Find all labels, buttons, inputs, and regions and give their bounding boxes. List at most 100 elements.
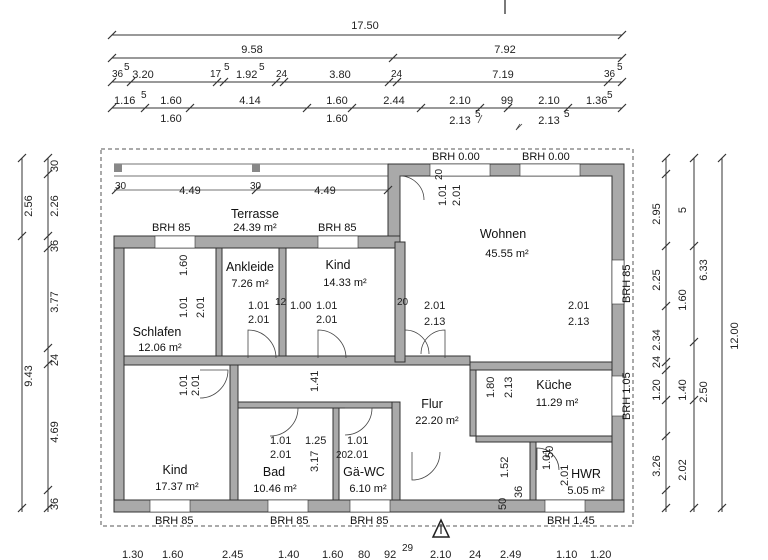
dim-label: 5 bbox=[677, 207, 689, 213]
door-label: 1.01 bbox=[347, 435, 368, 447]
wall-interior bbox=[469, 369, 477, 437]
dim-label: 2.13 bbox=[538, 115, 559, 127]
door-label: 1.52 bbox=[499, 457, 511, 478]
room-flur-area: 22.20 m² bbox=[415, 415, 459, 427]
dim-right-width: 7.92 bbox=[494, 44, 515, 56]
door-label: 2.01 bbox=[190, 375, 202, 396]
dim-label: 2.50 bbox=[698, 381, 710, 402]
dim-label: 5 bbox=[224, 62, 230, 73]
room-gaewc-name: Gä-WC bbox=[343, 465, 385, 479]
dim-label: 30 bbox=[250, 181, 262, 192]
door-label: 1.01 bbox=[270, 435, 291, 447]
dim-label: 2.34 bbox=[651, 329, 663, 350]
room-kind-bottom-area: 17.37 m² bbox=[155, 481, 199, 493]
door-label: 1.01 bbox=[178, 297, 190, 318]
dim-label: 1.60 bbox=[326, 95, 347, 107]
brh-label: BRH 85 bbox=[350, 515, 389, 527]
wall-interior bbox=[215, 247, 223, 359]
room-bad-area: 10.46 m² bbox=[253, 483, 297, 495]
room-kind-top-area: 14.33 m² bbox=[323, 277, 367, 289]
dim-label: 1.60 bbox=[326, 113, 347, 125]
brh-label: BRH 85 bbox=[152, 222, 191, 234]
door-label: 1.41 bbox=[309, 371, 321, 392]
roof-outline bbox=[100, 148, 634, 527]
dim-label: 2.45 bbox=[222, 549, 243, 560]
door-label: 2.13 bbox=[568, 316, 589, 328]
room-schlafen-name: Schlafen bbox=[133, 325, 182, 339]
wall-interior bbox=[229, 364, 239, 501]
wall-interior bbox=[123, 355, 471, 366]
dim-label: 17 bbox=[210, 69, 222, 80]
door-label: 1.01 bbox=[248, 300, 269, 312]
door-label: 2.13 bbox=[503, 377, 515, 398]
dim-label: 1.60 bbox=[160, 95, 181, 107]
door-label: 2.01 bbox=[347, 449, 368, 461]
dim-total-width: 17.50 bbox=[351, 20, 379, 32]
dim-label: 30 bbox=[115, 181, 127, 192]
dim-label: 1.92 bbox=[236, 69, 257, 81]
dim-label: 1.16 bbox=[114, 95, 135, 107]
room-hwr-area: 5.05 m² bbox=[567, 485, 605, 497]
brh-label: BRH 85 bbox=[155, 515, 194, 527]
wall-interior bbox=[469, 361, 613, 371]
door-label: 2.01 bbox=[451, 185, 463, 206]
room-flur-name: Flur bbox=[421, 397, 443, 411]
dim-label: 36 bbox=[49, 498, 61, 510]
wall-interior bbox=[391, 401, 401, 501]
room-hwr-name: HWR bbox=[571, 467, 601, 481]
door-label: 12 bbox=[275, 297, 287, 308]
dim-label: 2.10 bbox=[449, 95, 470, 107]
door-label: 1.01 bbox=[541, 449, 553, 470]
room-wohnen-name: Wohnen bbox=[480, 227, 526, 241]
dim-label: 5 bbox=[607, 90, 613, 101]
room-bad-name: Bad bbox=[263, 465, 285, 479]
brh-label: BRH 1.45 bbox=[547, 515, 595, 527]
dim-left-width: 9.58 bbox=[241, 44, 262, 56]
dim-label: 4.14 bbox=[239, 95, 260, 107]
door-label: 2.01 bbox=[559, 465, 571, 486]
top-dimensions: 17.50 9.58 7.92 36 5 3.20 17 5 1.92 5 24… bbox=[107, 20, 627, 131]
dim-label: 80 bbox=[358, 549, 370, 560]
dim-label: 36 bbox=[604, 69, 616, 80]
dim-label: 24 bbox=[49, 354, 61, 366]
brh-label: BRH 1.05 bbox=[621, 372, 633, 420]
room-terrasse-name: Terrasse bbox=[231, 207, 279, 221]
dim-label: 36 bbox=[49, 240, 61, 252]
dim-label: 24 bbox=[391, 69, 403, 80]
dim-label: 1.40 bbox=[677, 379, 689, 400]
dim-label: 1.60 bbox=[162, 549, 183, 560]
dim-label: 5 bbox=[124, 62, 130, 73]
room-gaewc-area: 6.10 m² bbox=[349, 483, 387, 495]
dim-label: 2.56 bbox=[23, 195, 35, 216]
room-ankleide-area: 7.26 m² bbox=[231, 278, 269, 290]
right-dimensions: 2.95 2.25 2.34 24 1.20 3.26 5 1.60 1.40 … bbox=[651, 153, 741, 513]
door-label: 36 bbox=[513, 486, 525, 498]
room-wohnen-area: 45.55 m² bbox=[485, 248, 529, 260]
dim-label: 5 bbox=[259, 62, 265, 73]
dim-label: 2.49 bbox=[500, 549, 521, 560]
brh-label: BRH 0.00 bbox=[432, 151, 480, 163]
room-labels: Terrasse 24.39 m² Wohnen 45.55 m² Anklei… bbox=[133, 207, 605, 497]
dim-label: 3.77 bbox=[49, 291, 61, 312]
room-ankleide-name: Ankleide bbox=[226, 260, 274, 274]
brh-label: BRH 85 bbox=[621, 264, 633, 303]
dim-label: 24 bbox=[276, 69, 288, 80]
dim-label: 1.60 bbox=[160, 113, 181, 125]
door-label: 1.01 bbox=[316, 300, 337, 312]
opening-labels: 1.01 2.01 12 1.00 1.01 2.01 20 2.01 2.13… bbox=[178, 168, 589, 510]
door-label: 2.01 bbox=[424, 300, 445, 312]
door-label: 20 bbox=[336, 450, 348, 461]
dim-label: 2.26 bbox=[49, 195, 61, 216]
door-label: 2.01 bbox=[316, 314, 337, 326]
dim-label: 6.33 bbox=[698, 259, 710, 280]
dim-label: 3.80 bbox=[329, 69, 350, 81]
dim-label: 4.49 bbox=[314, 185, 335, 197]
door-label: 2.01 bbox=[568, 300, 589, 312]
door-label: 2.01 bbox=[270, 449, 291, 461]
dim-label: 36 bbox=[112, 69, 124, 80]
dim-label: 1.40 bbox=[278, 549, 299, 560]
entrance-arrow-icon bbox=[431, 518, 451, 538]
room-kind-top-name: Kind bbox=[325, 258, 350, 272]
dim-label: 2.13 bbox=[449, 115, 470, 127]
brh-label: BRH 0.00 bbox=[522, 151, 570, 163]
